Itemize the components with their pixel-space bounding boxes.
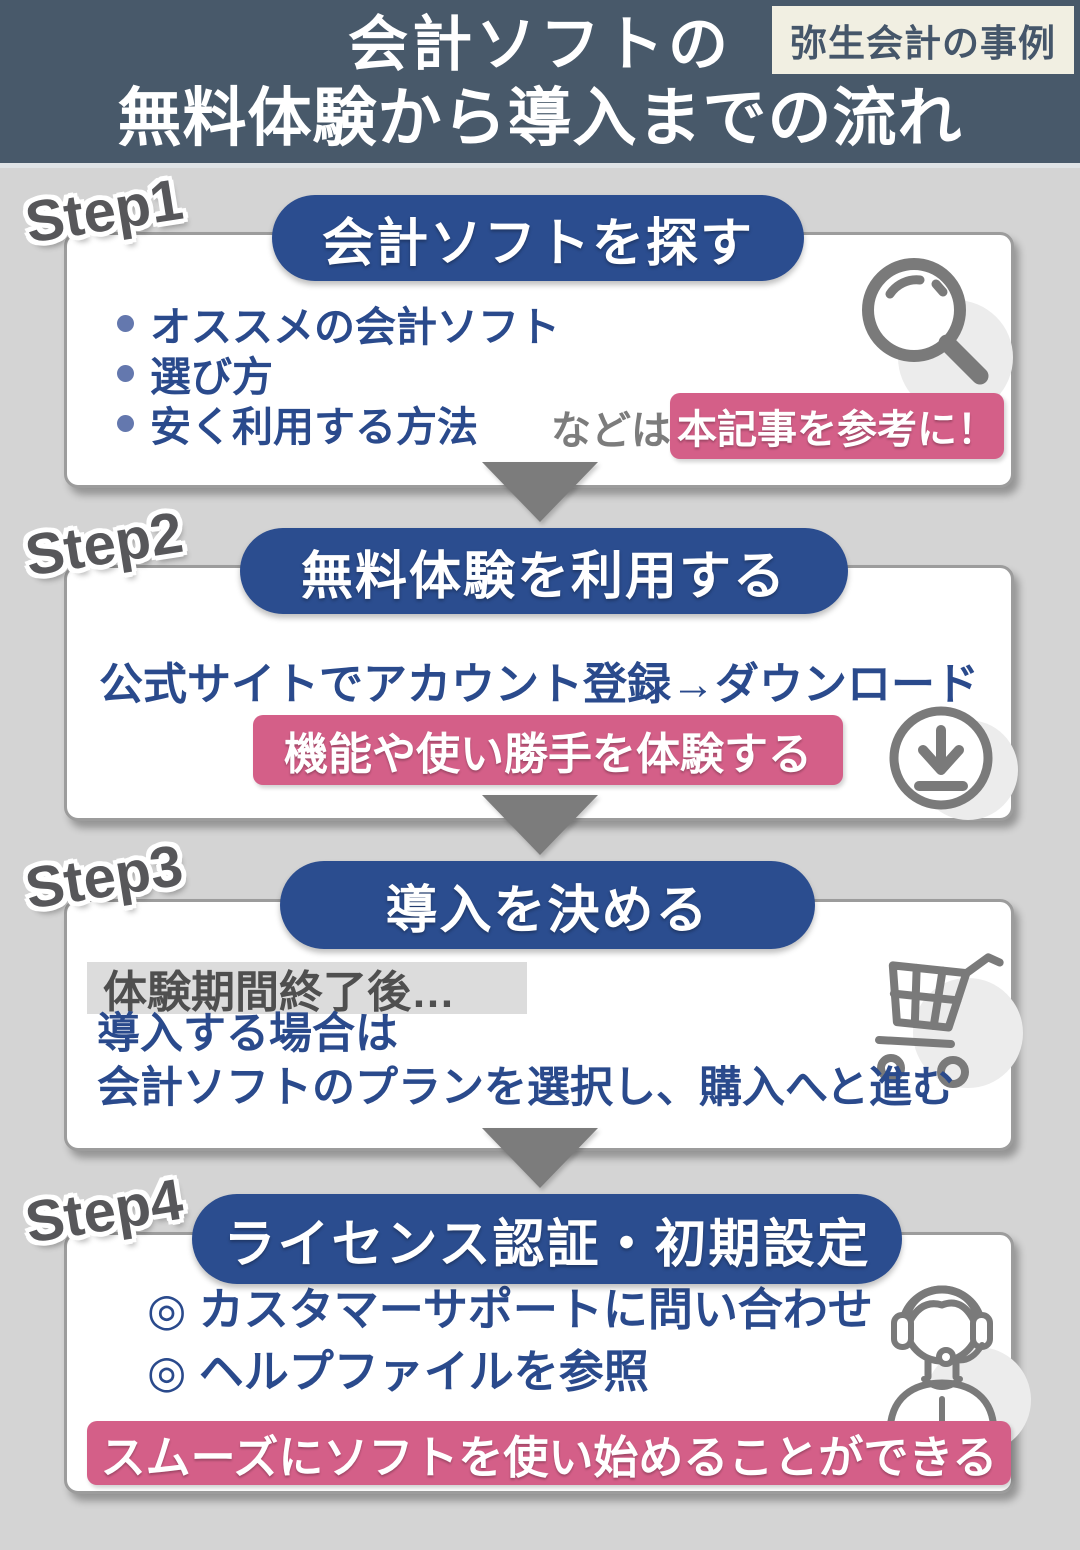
flow-arrow-down-icon [482,795,598,855]
bullet-dot [117,414,134,432]
case-example-badge: 弥生会計の事例 [772,6,1074,74]
step-2-title-pill: 無料体験を利用する [240,528,848,614]
list-item: 選び方 [117,348,560,400]
highlight-badge: 機能や使い勝手を体験する [253,715,843,785]
highlight-badge: 本記事を参考に！ [670,393,1004,459]
description-line: 会計ソフトのプランを選択し、購入へと進む [97,1064,955,1112]
magnifier-icon [862,258,989,385]
page-title-line1: 会計ソフトの [348,11,732,78]
bullet-text: オススメの会計ソフト [150,304,560,350]
list-item: ◎ ヘルプファイルを参照 [147,1346,649,1397]
bullet-text: 安く利用する方法 [150,404,478,450]
step-1-bullet-list: オススメの会計ソフト 選び方 安く利用する方法 [117,298,560,450]
suffix-text: などは [551,409,671,453]
step-1-title-pill: 会計ソフトを探す [272,195,804,281]
step-4-bullet-list: ◎ カスタマーサポートに問い合わせ ◎ ヘルプファイルを参照 [147,1279,873,1403]
highlight-banner: スムーズにソフトを使い始めることができる [87,1421,1011,1485]
bullet-text: 選び方 [150,354,273,400]
step-3-description: 導入する場合は 会計ソフトのプランを選択し、購入へと進む [97,1007,955,1115]
header: 会計ソフトの 無料体験から導入までの流れ 弥生会計の事例 [0,0,1080,168]
list-item: 安く利用する方法 [117,398,560,450]
bullet-dot [117,314,134,332]
flow-arrow-down-icon [482,462,598,522]
step-4-title-pill: ライセンス認証・初期設定 [192,1194,902,1284]
list-item: オススメの会計ソフト [117,298,560,350]
flow-arrow-down-icon [482,1128,598,1188]
period-end-tag: 体験期間終了後… [87,962,527,1017]
description-line: 導入する場合は [97,1010,398,1058]
step-3-card: 体験期間終了後… 導入する場合は 会計ソフトのプランを選択し、購入へと進む [64,899,1023,1151]
page-title-line2: 無料体験から導入までの流れ [117,82,963,154]
cart-icon [875,953,1004,1088]
headset-support-icon [886,1285,998,1435]
step-2-description: 公式サイトでアカウント登録→ダウンロード [99,660,979,709]
step-1-card: オススメの会計ソフト 選び方 安く利用する方法 などは 本記事を参考に！ [64,232,1014,488]
step-2-card: 公式サイトでアカウント登録→ダウンロード 機能や使い勝手を体験する [64,565,1018,821]
download-icon [889,706,993,810]
bullet-dot [117,364,134,382]
step-3-title-pill: 導入を決める [280,861,815,949]
list-item: ◎ カスタマーサポートに問い合わせ [147,1284,873,1335]
